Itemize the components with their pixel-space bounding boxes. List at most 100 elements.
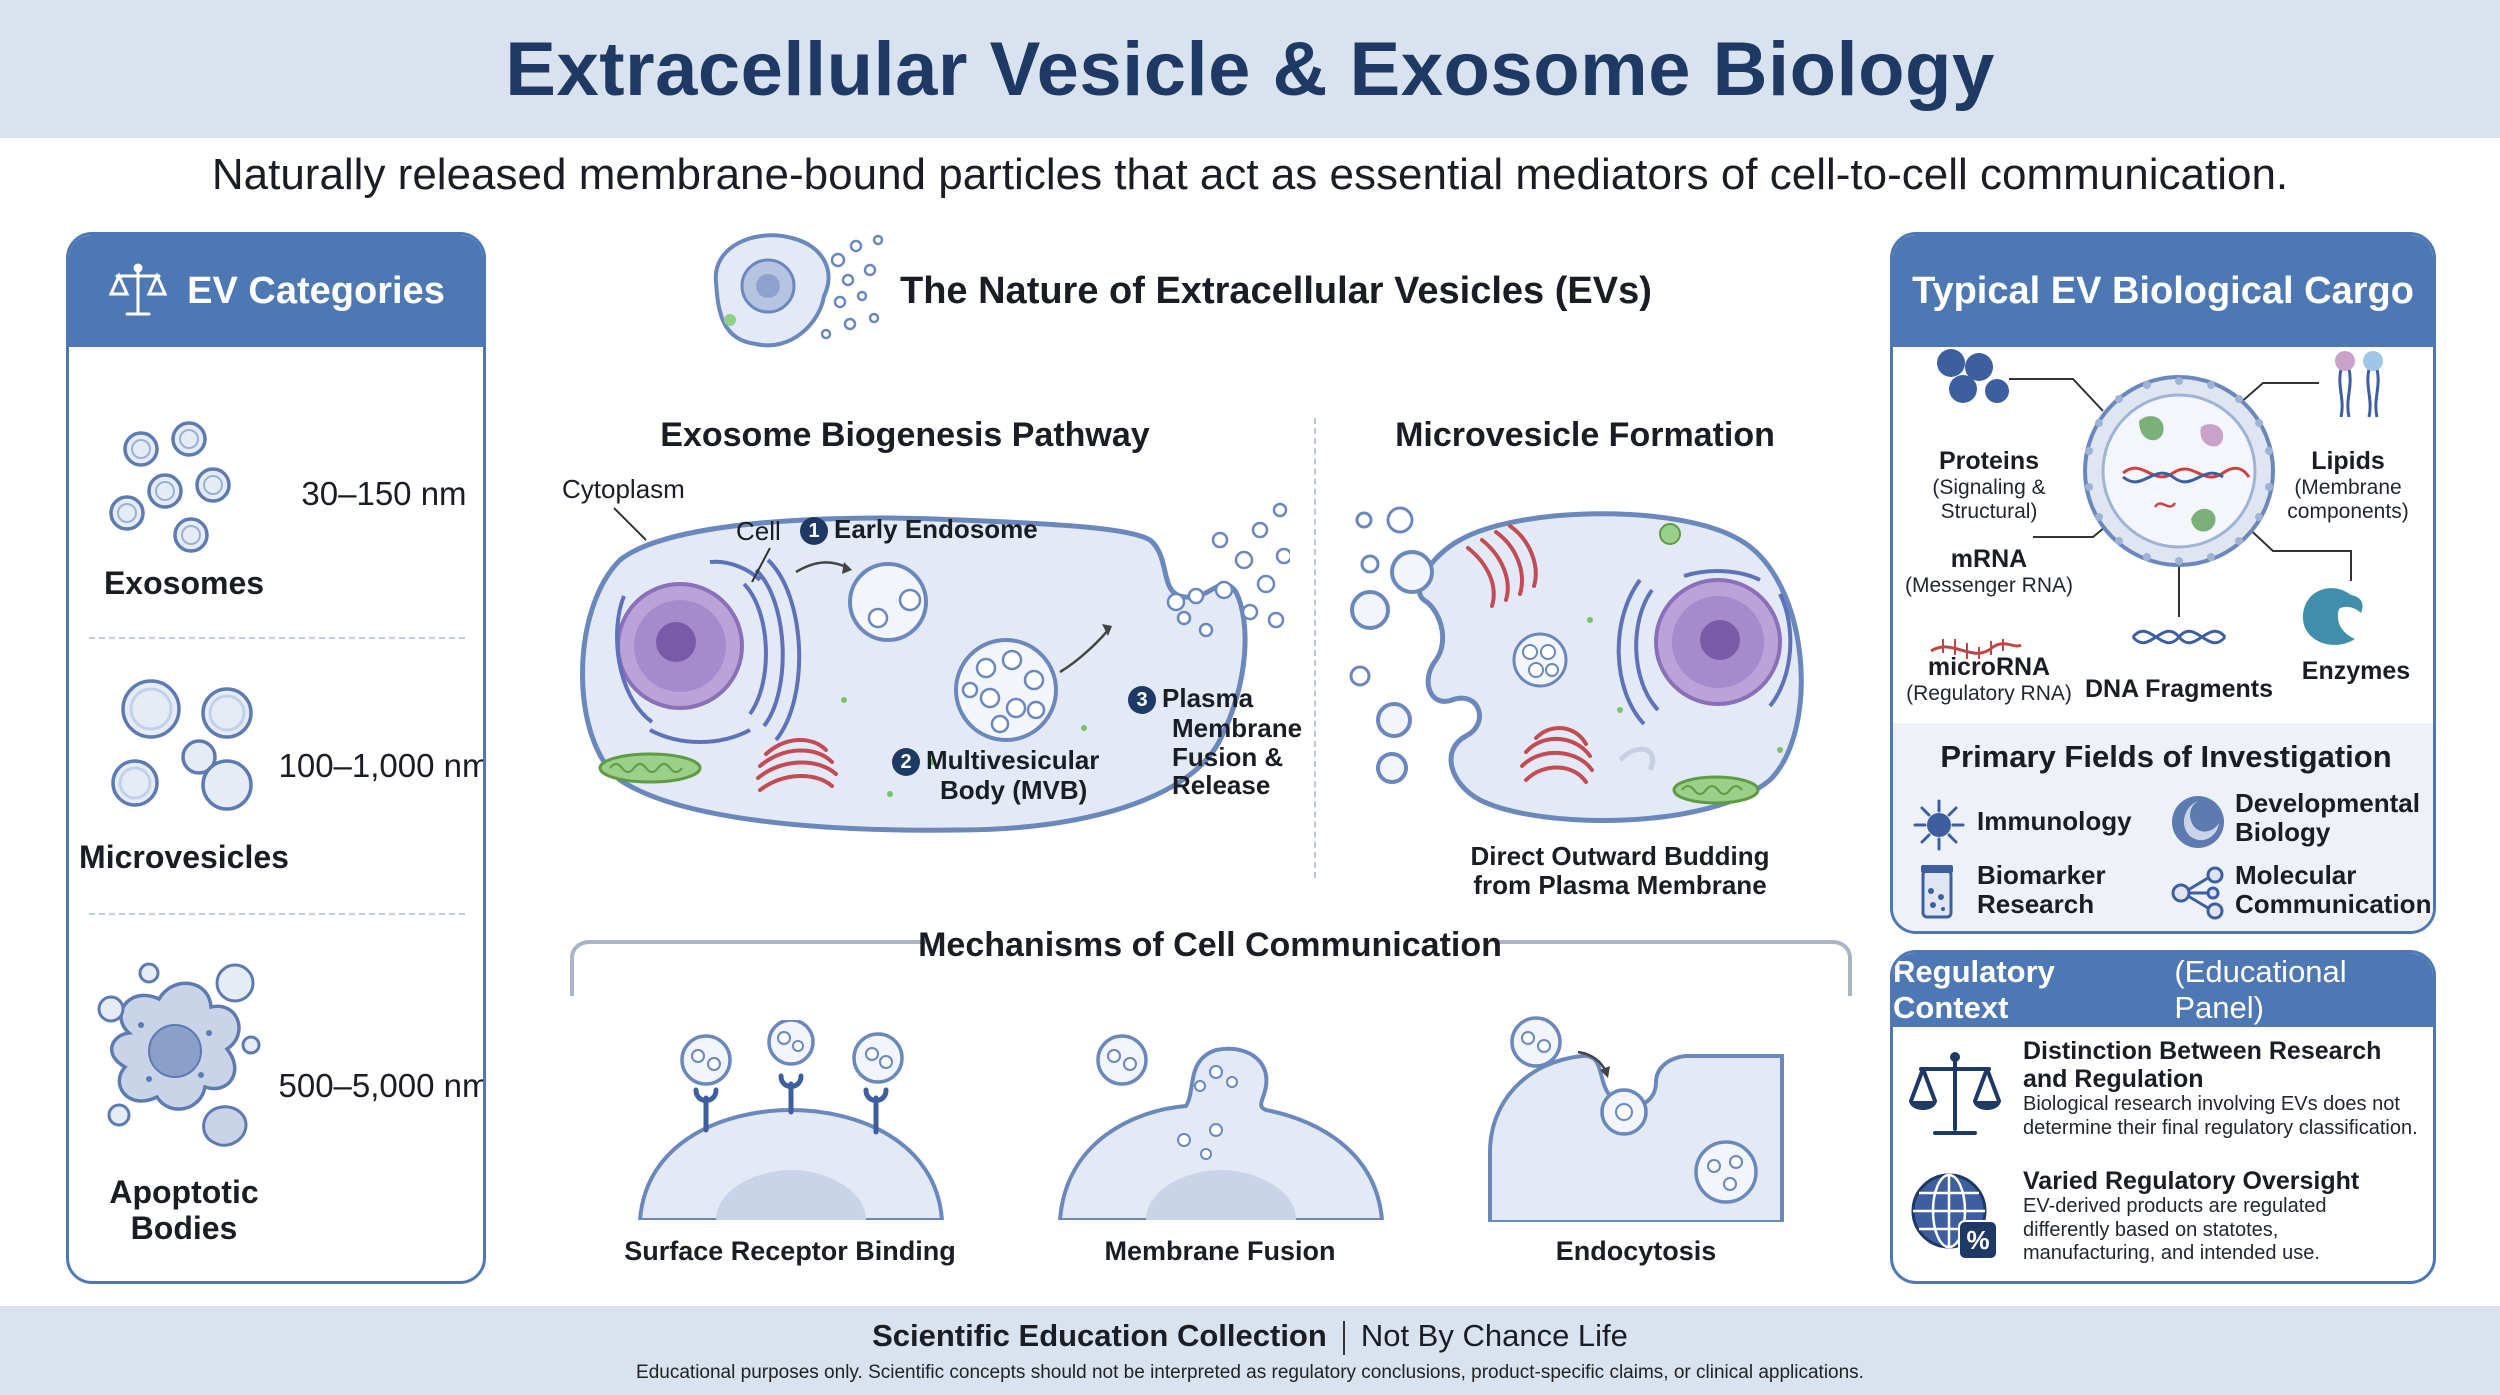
cytoplasm-pointer	[613, 507, 647, 541]
ev-cargo-panel: Typical EV Biological Cargo	[1890, 232, 2436, 934]
page-subtitle: Naturally released membrane-bound partic…	[211, 150, 2289, 199]
exosome-pathway-title: Exosome Biogenesis Pathway	[660, 416, 1150, 454]
reg-item-varied-oversight: Varied Regulatory Oversight EV-derived p…	[2023, 1167, 2433, 1266]
field-molecular-communication-line2: Communication	[2235, 889, 2432, 920]
microvesicles-size: 100–1,000 nm	[278, 747, 486, 784]
cell-pointer	[751, 547, 771, 583]
field-immunology: Immunology	[1977, 806, 2132, 836]
footer-collection: Scientific Education Collection	[872, 1318, 1327, 1353]
mechanisms-bracket	[570, 940, 1852, 996]
footer-credit: Scientific Education Collection Not By Ch…	[0, 1318, 2500, 1355]
step-3-badge: 3	[1128, 686, 1156, 715]
microvesicle-caption-line2: from Plasma Membrane	[1473, 869, 1767, 900]
cytoplasm-label: Cytoplasm	[562, 474, 685, 504]
cargo-dna-fragments: DNA Fragments	[2085, 675, 2273, 703]
field-biomarker-research-line2: Research	[1977, 889, 2095, 920]
cargo-mrna-name: mRNA	[1950, 545, 2028, 573]
exosome-biogenesis-diagram	[580, 502, 1290, 833]
ev-cargo-diagram	[1930, 349, 2383, 659]
field-developmental-biology-line1: Developmental	[2235, 788, 2420, 818]
cell-label: Cell	[736, 516, 781, 546]
cargo-enzymes: Enzymes	[2301, 657, 2411, 685]
cargo-lipids: Lipids (Membrane components)	[2263, 447, 2433, 524]
molecular-communication-icon	[2171, 866, 2224, 920]
ev-cargo-header: Typical EV Biological Cargo	[1893, 235, 2433, 347]
exosomes-label: Exosomes	[103, 565, 265, 601]
microvesicle-formation-title: Microvesicle Formation	[1395, 416, 1775, 454]
title-bar: Extracellular Vesicle & Exosome Biology	[0, 0, 2500, 138]
fields-of-investigation	[1893, 723, 2433, 931]
microvesicle-caption: Direct Outward Budding from Plasma Membr…	[1340, 842, 1900, 899]
step-2-label-line1: Multivesicular	[926, 745, 1100, 775]
page-title: Extracellular Vesicle & Exosome Biology	[505, 26, 1995, 112]
immunology-icon	[1913, 799, 1965, 851]
footer: Scientific Education Collection Not By Ch…	[0, 1306, 2500, 1395]
ev-categories-title: EV Categories	[187, 269, 445, 312]
endocytosis-label: Endocytosis	[1555, 1236, 1717, 1266]
svg-text:%: %	[1966, 1225, 1989, 1255]
footer-brand: Not By Chance Life	[1360, 1318, 1628, 1353]
apoptotic-bodies-icon	[97, 962, 261, 1147]
cargo-proteins-name: Proteins	[1938, 447, 2040, 475]
field-developmental-biology-line2: Biology	[2235, 817, 2331, 848]
surface-receptor-binding-diagram	[637, 1020, 945, 1220]
ev-release-cell-icon	[713, 233, 884, 348]
globe-percent-icon: %	[1911, 1173, 1998, 1260]
category-divider	[89, 637, 465, 639]
microvesicles-label: Microvesicles	[79, 839, 289, 875]
reg-item1-heading-line1: Distinction Between Research	[2023, 1037, 2382, 1065]
reg-item2-heading: Varied Regulatory Oversight	[2023, 1167, 2360, 1195]
microvesicle-formation-diagram	[1349, 506, 1804, 823]
footer-divider	[1342, 1320, 1345, 1355]
category-divider	[89, 913, 465, 915]
regulatory-context-panel: Regulatory Context (Educational Panel) D…	[1890, 950, 2436, 1284]
mechanisms-title: Mechanisms of Cell Communication	[918, 926, 1502, 964]
apoptotic-bodies-label: Apoptotic Bodies	[109, 1174, 259, 1246]
reg-item1-heading-line2: and Regulation	[2023, 1065, 2204, 1093]
step-3-label-line1: Plasma	[1162, 683, 1254, 713]
step-3-label-line3: Fusion &	[1172, 741, 1284, 772]
step-1-label: Early Endosome	[834, 514, 1038, 544]
field-molecular-communication-line1: Molecular	[2235, 860, 2357, 890]
fields-title: Primary Fields of Investigation	[1940, 739, 2392, 774]
step-2-badge: 2	[892, 748, 920, 777]
regulatory-context-title: Regulatory Context	[1893, 954, 2055, 1025]
step-3-label-line2: Membrane	[1172, 713, 1303, 744]
surface-receptor-binding-label: Surface Receptor Binding	[624, 1236, 956, 1266]
field-biomarker-research-line1: Biomarker	[1977, 860, 2106, 890]
regulatory-context-subtitle: (Educational Panel)	[2174, 954, 2347, 1025]
step-2-label-line2: Body (MVB)	[940, 775, 1088, 806]
justice-scale-icon	[1909, 1052, 2001, 1135]
cargo-microrna: microRNA (Regulatory RNA)	[1899, 653, 2079, 706]
footer-disclaimer: Educational purposes only. Scientific co…	[636, 1362, 1864, 1383]
exosomes-icon	[109, 421, 231, 553]
cargo-mrna-sub: (Messenger RNA)	[1904, 574, 2074, 597]
endocytosis-diagram	[1488, 1016, 1784, 1222]
cargo-microrna-name: microRNA	[1927, 653, 2051, 681]
cargo-proteins-sub1: (Signaling &	[1932, 476, 2046, 499]
reg-item2-text-line3: manufacturing, and intended use.	[2023, 1242, 2320, 1265]
exosomes-size: 30–150 nm	[301, 475, 467, 512]
step-1-badge: 1	[800, 517, 828, 546]
regulatory-context-header: Regulatory Context (Educational Panel)	[1893, 953, 2433, 1027]
reg-item2-text-line2: differently based on statotes,	[2023, 1218, 2279, 1241]
step-3-label-line4: Release	[1172, 770, 1271, 801]
ev-categories-header: EV Categories	[69, 235, 483, 347]
section-divider	[1314, 418, 1316, 878]
balance-scale-icon	[108, 263, 168, 316]
nature-of-evs-title: The Nature of Extracellular Vesicles (EV…	[900, 270, 1652, 312]
cargo-microrna-sub: (Regulatory RNA)	[1906, 682, 2072, 705]
field-molecular-communication: Molecular Communication	[2235, 860, 2432, 920]
reg-item1-text-line2: determine their final regulatory classif…	[2023, 1116, 2418, 1139]
cargo-proteins: Proteins (Signaling & Structural)	[1899, 447, 2079, 524]
biomarker-research-icon	[1921, 865, 1953, 919]
cargo-lipids-sub2: components)	[2287, 500, 2409, 523]
reg-item1-text-line1: Biological research involving EVs does n…	[2023, 1093, 2400, 1115]
microvesicle-caption-line1: Direct Outward Budding	[1470, 841, 1770, 871]
reg-item2-text-line1: EV-derived products are regulated	[2023, 1195, 2327, 1217]
cargo-lipids-sub1: (Membrane	[2294, 476, 2402, 499]
reg-item-research-vs-regulation: Distinction Between Research and Regulat…	[2023, 1037, 2433, 1140]
microvesicles-icon	[111, 679, 253, 811]
